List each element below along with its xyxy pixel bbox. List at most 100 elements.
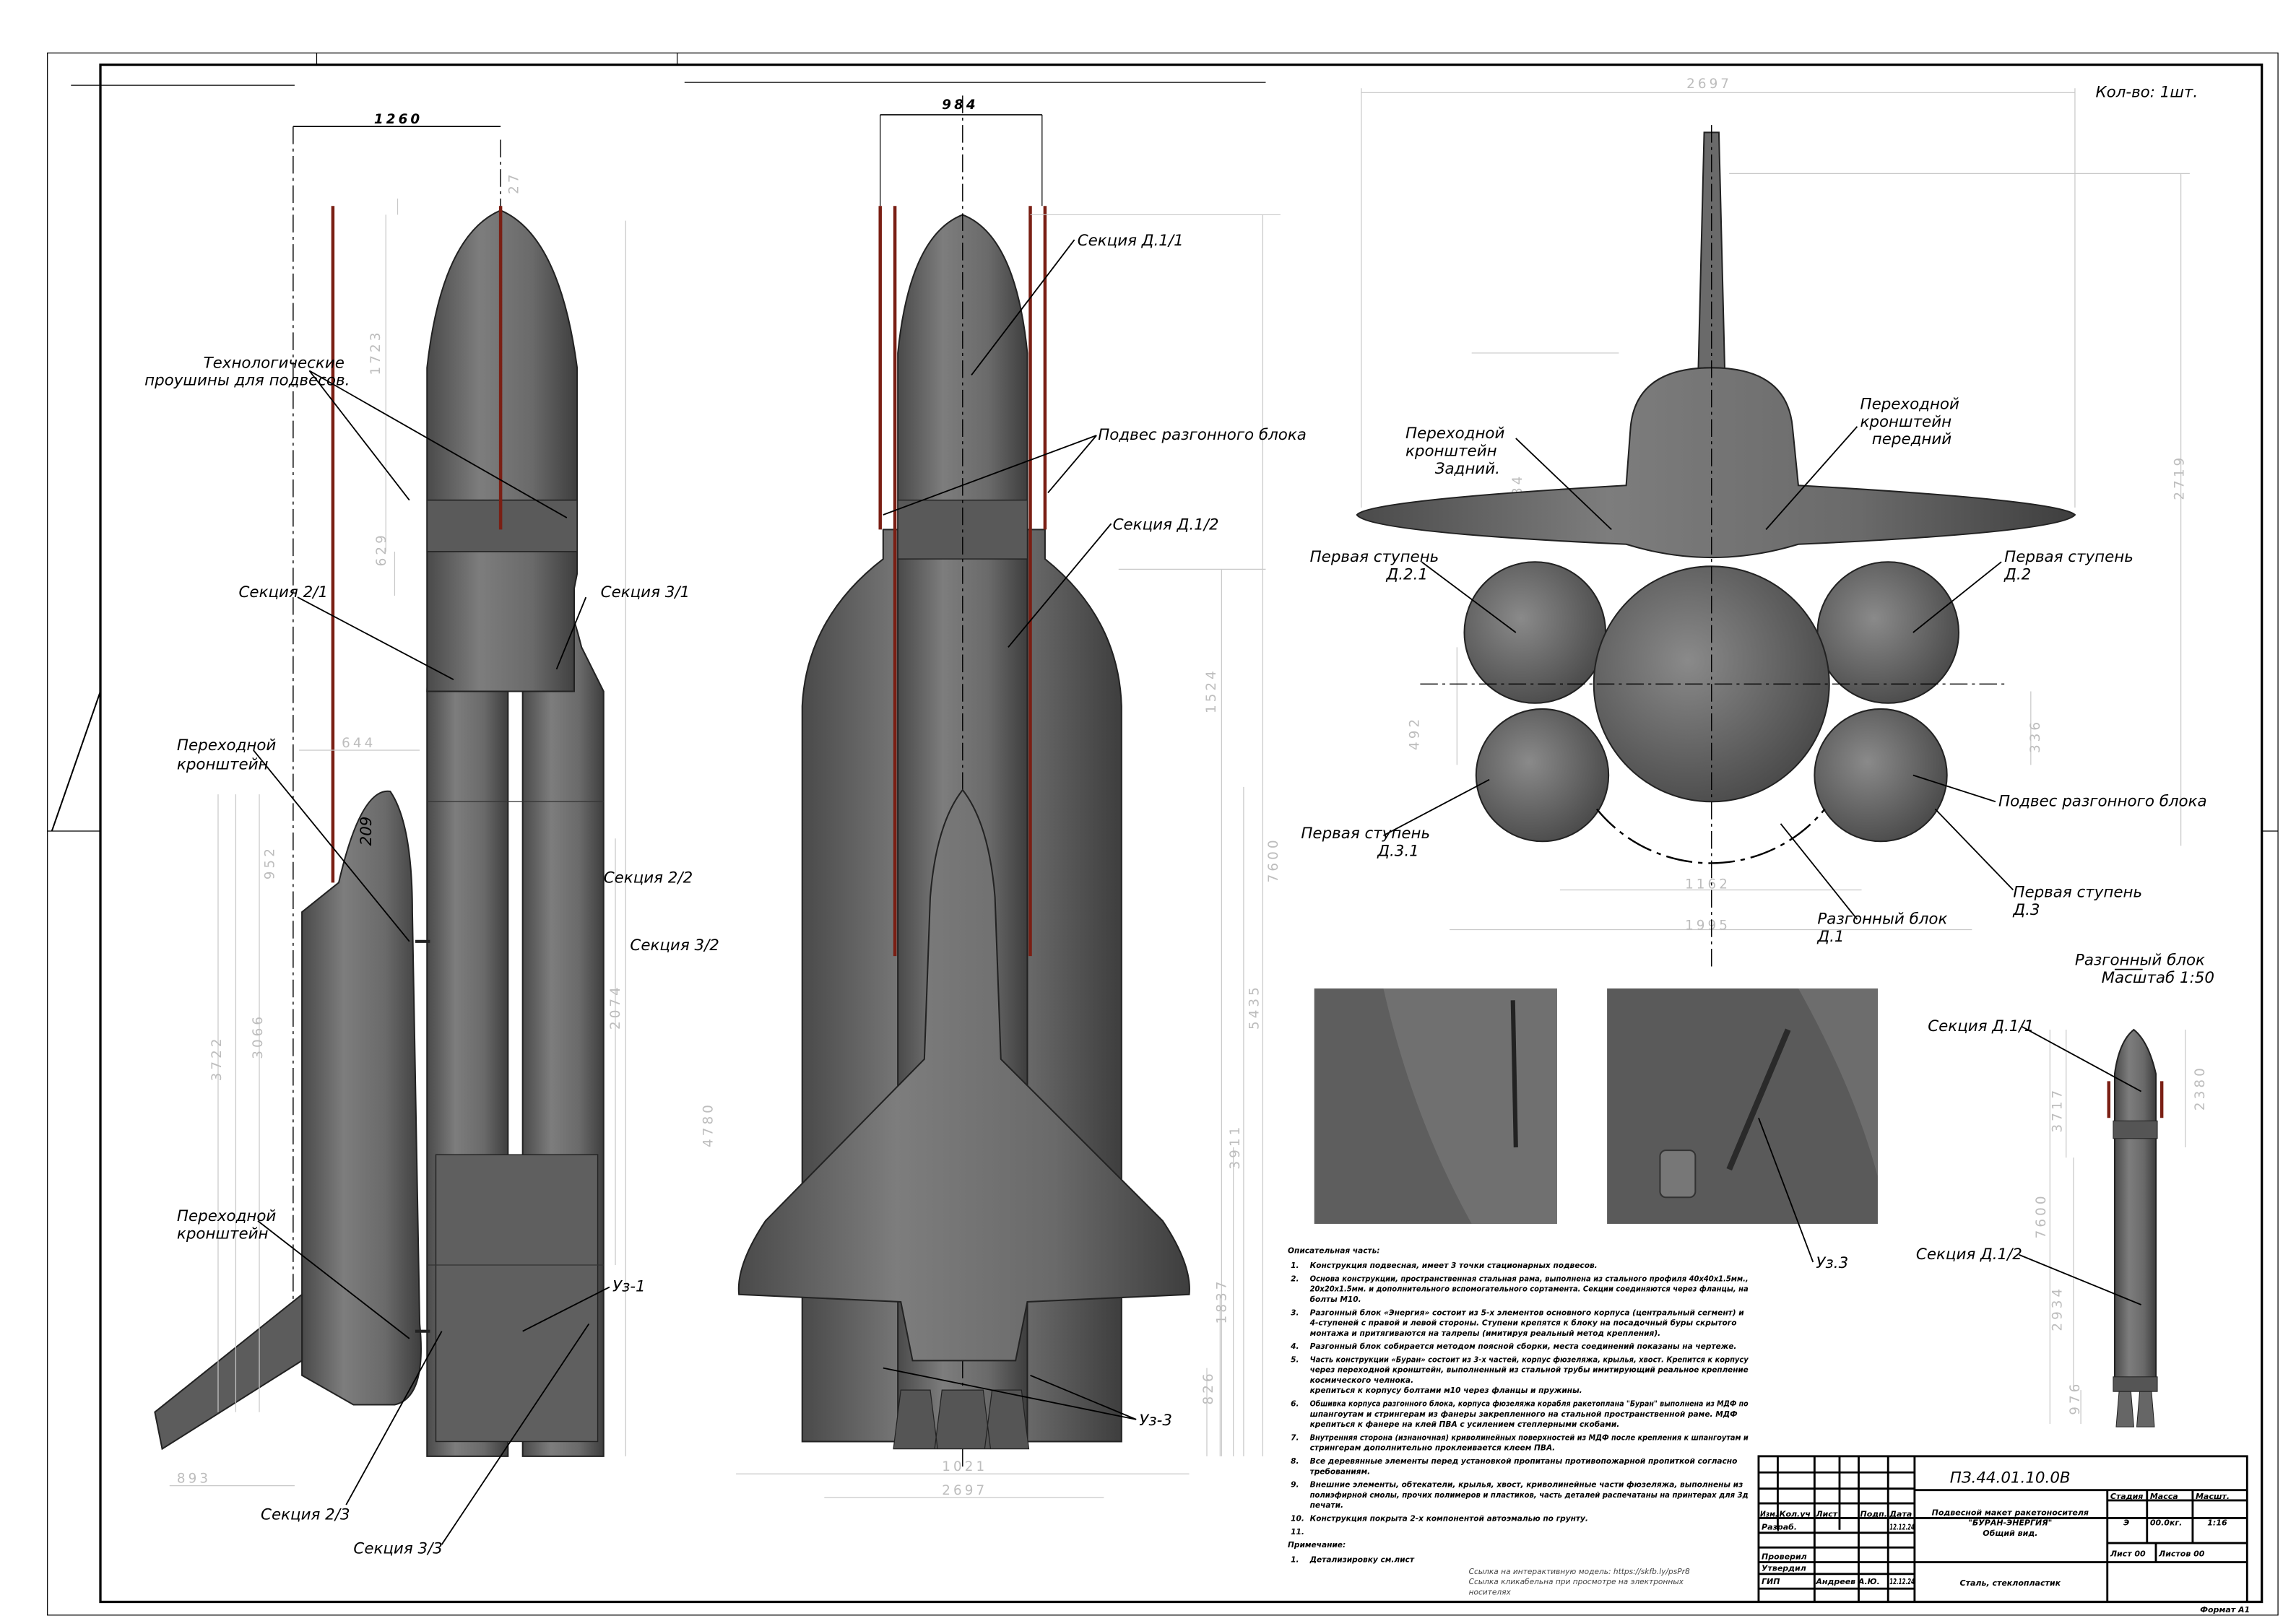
front-orbiter [737,788,1190,1362]
note-number: 5. [1291,1355,1299,1364]
note-number: 6. [1291,1400,1299,1409]
note-text: требованиям. [1310,1467,1371,1476]
note-text: Все деревянные элементы перед установкой… [1310,1457,1738,1466]
sheet-number: Лист 00 [2110,1549,2146,1558]
dim-2697-front: 2697 [942,1483,987,1498]
note-text: крепиться к корпусу болтами м10 через фл… [1310,1386,1582,1395]
top-stage-d2 [1816,561,1960,704]
format-label: Формат А1 [2200,1605,2250,1615]
note-number: 7. [1291,1433,1299,1442]
note-text: крепиться к фанере на клей ПВА с усилени… [1310,1420,1620,1429]
title-name-1: Подвесной макет ракетоносителя [1932,1508,2089,1517]
label-stage-d2-2: Д.2 [2003,566,2031,584]
dim-1837: 1837 [1214,1279,1229,1324]
dim-2934: 2934 [2050,1286,2066,1331]
label-section-d12: Секция Д.1/2 [1113,516,1219,534]
dim-3722: 3722 [209,1035,225,1081]
note-text: через переходной кронштейн, выполненный … [1310,1366,1749,1375]
scale-label: Масшт. [2196,1492,2230,1501]
label-node-1: Уз-1 [612,1278,646,1296]
label-rear-bracket: Переходной [1405,425,1505,443]
top-view: 2697 2719 684 492 336 1162 1995 Переходн… [1301,77,2207,971]
note-text: монтажа и притягиваются на талрепы (имит… [1310,1329,1661,1338]
dim-492: 492 [1407,716,1422,750]
note-text: космического челнока. [1310,1376,1414,1385]
note-number: 8. [1291,1457,1299,1466]
label-section-2-1: Секция 2/1 [239,583,328,601]
top-stage-d21 [1463,561,1607,704]
dim-826: 826 [1201,1370,1216,1404]
label-section-2-3: Секция 2/3 [261,1505,350,1524]
outer-border [47,52,2279,1616]
material: Сталь, стеклопластик [1960,1578,2061,1588]
remark-title: Примечание: [1288,1541,1346,1550]
dim-952: 952 [262,846,277,879]
dim-width: 1260 [374,112,423,127]
orbiter-mark: 209 [358,817,376,846]
note-text: Конструкция подвесная, имеет 3 точки ста… [1310,1261,1598,1270]
note-text: 20х20х1.5мм. и дополнительного вспомогат… [1310,1285,1749,1294]
label-bracket-bottom: Переходной [177,1207,277,1225]
label-block-section-d11: Секция Д.1/1 [1928,1017,2034,1035]
role-developer: Разраб. [1762,1523,1797,1532]
label-section-3-1: Секция 3/1 [601,583,690,601]
note-text: Основа конструкции, пространственная ста… [1310,1274,1749,1283]
note-text: печати. [1310,1501,1343,1510]
label-front-bracket-3: передний [1872,430,1951,448]
label-front-bracket: Переходной [1860,395,1960,413]
label-stage-d21: Первая ступень [1310,548,1439,566]
booster-block-title: Разгонный блок [2075,951,2205,969]
front-view: 984 1524 7600 5435 3911 1837 826 4780 10… [701,95,1307,1498]
label-stage-d31-2: Д.3.1 [1377,843,1419,861]
dim-4780: 4780 [701,1102,716,1147]
remark-number: 1. [1291,1556,1299,1565]
note-number: 3. [1291,1308,1299,1317]
dim-2697: 2697 [1686,77,1732,92]
note-text: Внешние элементы, обтекатели, крылья, хв… [1310,1481,1743,1490]
top-stage-d31 [1475,708,1610,843]
dim-893: 893 [177,1472,211,1487]
note-text: полиэфирной смолы, прочих полимеров и пл… [1310,1491,1749,1500]
label-front-bracket-2: кронштейн [1860,413,1952,431]
note-text: Разгонный блок собирается методом поясно… [1310,1342,1737,1351]
note-text: Разгонный блок «Энергия» состоит из 5-х … [1310,1308,1745,1317]
note-text: Обшивка корпуса разгонного блока, корпус… [1310,1400,1749,1409]
model-link[interactable]: Ссылка на интерактивную модель: https://… [1469,1568,1690,1576]
note-text: Конструкция покрыта 2-х компонентой авто… [1310,1514,1588,1523]
label-top-hanger: Подвес разгонного блока [1998,792,2207,810]
dim-27: 27 [507,171,522,194]
header-izm: Изм. [1760,1509,1777,1518]
dim-1723: 1723 [368,330,384,375]
label-block-d1: Разгонный блок [1817,910,1947,928]
note-number: 10. [1291,1514,1304,1523]
dim-1995: 1995 [1685,918,1730,934]
label-block-d1-2: Д.1 [1816,928,1844,946]
booster-block-scale: Масштаб 1:50 [2102,969,2214,987]
header-date: Дата [1889,1509,1912,1518]
top-orbiter [1356,367,2076,559]
header-list: Лист [1815,1509,1837,1518]
label-stage-d21-2: Д.2.1 [1386,566,1429,584]
stage-label: Стадия [2110,1492,2144,1501]
name-chief: Андреев А.Ю. [1815,1577,1879,1586]
title-block: ПЗ.44.01.10.0В Изм. Кол.уч Лист Подп. Да… [1757,1455,2248,1603]
note-text: болты М10. [1310,1295,1361,1304]
dim-7600-block: 7600 [2034,1193,2049,1238]
label-section-3-2: Секция 3/2 [630,936,719,955]
sheet-count: Листов 00 [2158,1549,2205,1558]
note-text: стрингерам дополнительно проклеивается к… [1310,1444,1556,1453]
side-orbiter [301,790,422,1406]
stage-value: Э [2123,1518,2129,1528]
note-text: Часть конструкции «Буран» состоит из 3-х… [1310,1355,1749,1364]
date-developer: 12.12.24 [1889,1523,1915,1532]
label-rear-bracket-3: Задний. [1435,460,1500,478]
label-stage-d3-2: Д.3 [2012,901,2040,919]
dim-3066: 3066 [251,1014,266,1059]
role-chief: ГИП [1762,1577,1780,1586]
dim-2074: 2074 [608,984,623,1030]
label-section-2-2: Секция 2/2 [604,869,693,887]
dim-644: 644 [342,736,376,751]
note-number: 4. [1290,1342,1299,1351]
note-text: шпангоутам и стрингерам из фанеры закреп… [1310,1410,1738,1419]
label-node-3: Уз-3 [1139,1412,1172,1430]
